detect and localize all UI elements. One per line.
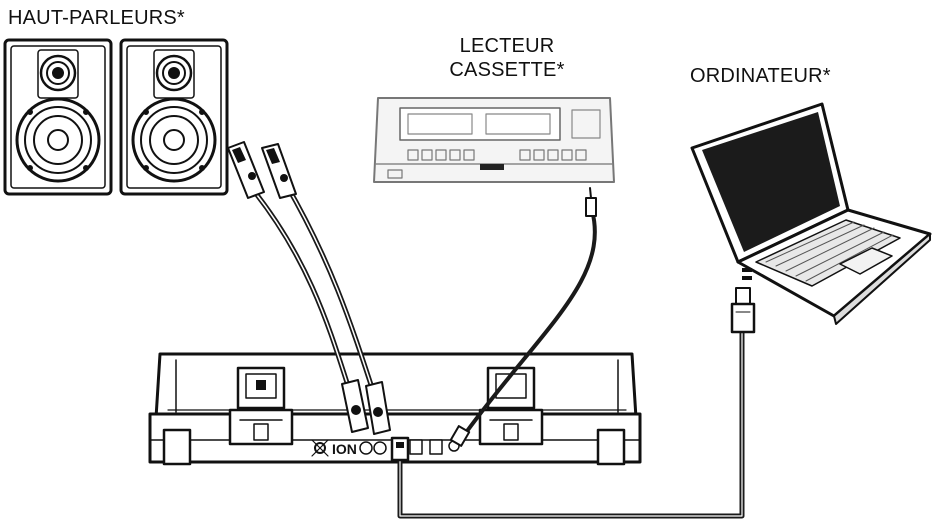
rca-cable-left (247, 183, 353, 395)
laptop-screen (702, 112, 840, 252)
rca-plug-turntable-right-icon (365, 381, 391, 435)
usb-cable (397, 327, 745, 519)
cassette-label: LECTEUR CASSETTE* (449, 35, 565, 81)
rca-plug-turntable-left-icon (341, 379, 369, 433)
brand-text: ION (332, 441, 357, 457)
speaker-right-icon (119, 38, 229, 196)
speakers-label: HAUT-PARLEURS* (8, 7, 185, 29)
audio-jack-icon (449, 187, 597, 447)
speaker-left-icon (3, 38, 113, 196)
usb-plug-laptop-icon (730, 287, 756, 334)
rear-ports (359, 439, 460, 455)
rca-plug-right-icon (261, 143, 297, 199)
hinge-left (228, 366, 294, 446)
rca-cable-right (283, 181, 377, 397)
audio-jack-cable (460, 208, 597, 440)
computer-label: ORDINATEUR* (690, 65, 831, 87)
cassette-deck-icon (373, 97, 615, 183)
ion-logo (311, 439, 329, 457)
laptop-icon (690, 102, 932, 325)
hinge-right (478, 366, 544, 446)
usb-plug-turntable-icon (390, 436, 410, 462)
rca-plug-left-icon (227, 141, 265, 199)
